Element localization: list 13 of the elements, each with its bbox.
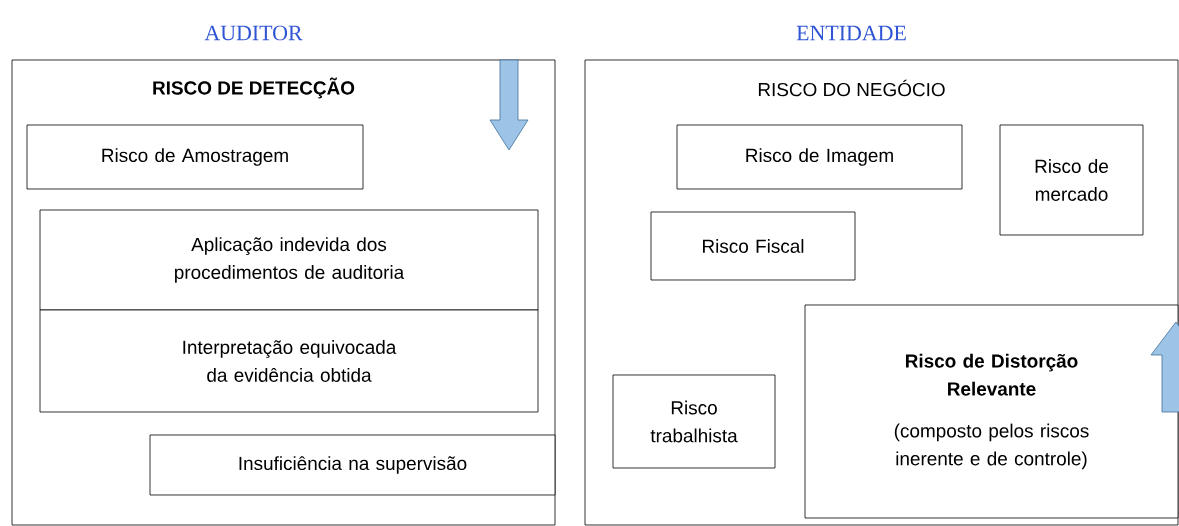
risk-box: Risco trabalhista bbox=[612, 374, 776, 469]
risk-box: Risco de Imagem bbox=[676, 124, 963, 190]
risk-box: Risco Fiscal bbox=[650, 211, 856, 281]
risk-box: Risco de Amostragem bbox=[26, 124, 364, 190]
risk-box: Aplicação indevida dos procedimentos de auditoria bbox=[39, 209, 539, 311]
risk-box: Insuficiência na supervisão bbox=[149, 434, 556, 496]
column-heading: ENTIDADE bbox=[796, 25, 906, 41]
column-heading: AUDITOR bbox=[204, 25, 303, 41]
panel-title: RISCO DO NEGÓCIO bbox=[758, 79, 945, 97]
risk-box: Interpretação equivocada da evidência obtida bbox=[39, 309, 539, 413]
panel-title: RISCO DE DETECÇÃO bbox=[153, 77, 355, 99]
risk-box: Risco de mercado bbox=[999, 124, 1144, 236]
risk-box: Risco de Distorção Relevante (composto pelos riscos inerente e de controle) bbox=[804, 304, 1179, 519]
